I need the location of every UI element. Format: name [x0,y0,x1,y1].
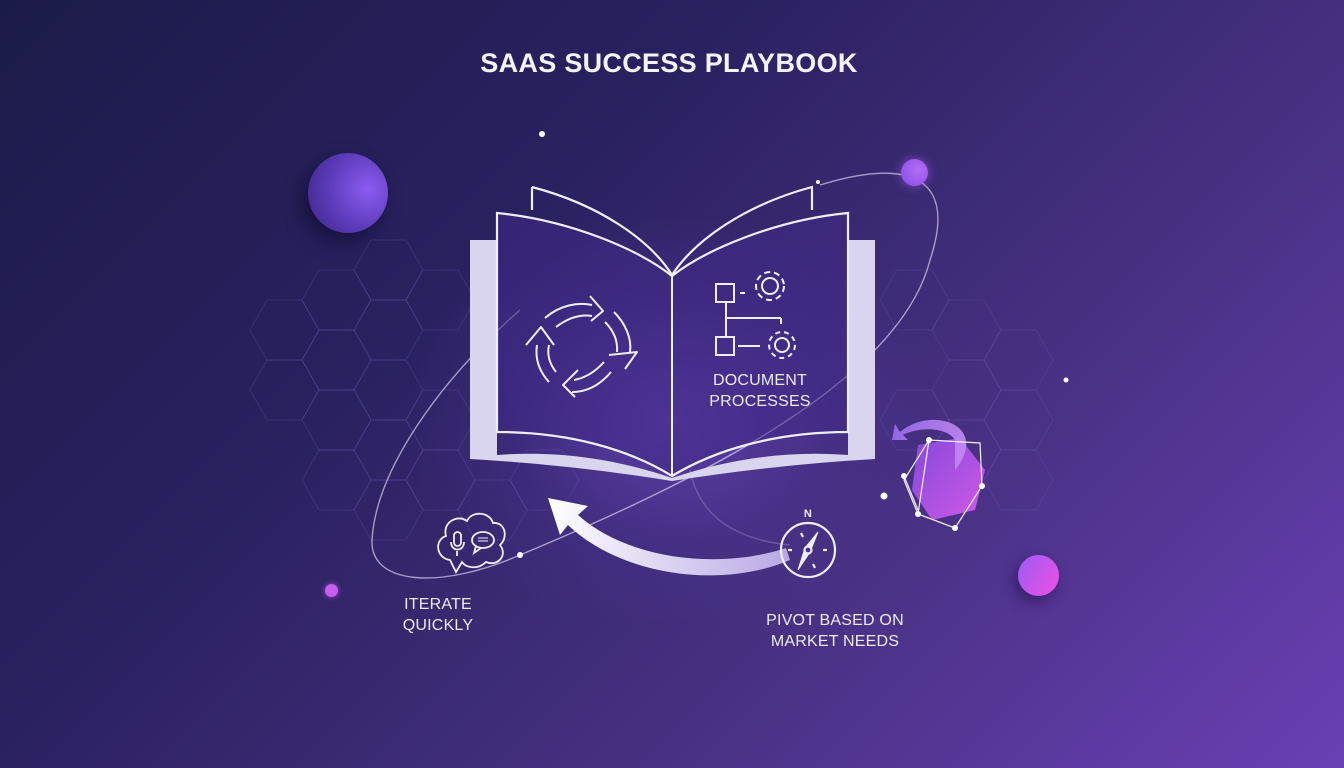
label-line: PIVOT BASED ON [766,612,904,629]
label-line: QUICKLY [402,617,474,634]
decorative-polygon-shape [892,419,985,531]
sparkle-dots [517,131,1069,558]
label-iterate-quickly: ITERATE QUICKLY [398,594,478,636]
chat-cloud-microphone-icon [437,512,506,574]
orb-small-purple [901,159,928,186]
book-icon [469,185,876,482]
label-line: MARKET NEEDS [770,633,900,650]
label-document-processes: DOCUMENT PROCESSES [690,370,830,412]
label-line: DOCUMENT [712,372,808,389]
compass-north-letter: N [803,508,813,520]
label-line: ITERATE [404,596,472,613]
process-flow-gears-icon [715,271,796,359]
orb-pink [1018,555,1059,596]
compass-icon [779,521,837,579]
pivot-arrow-icon [548,498,790,576]
cycle-arrows-icon [525,295,638,398]
orb-tiny-pink [325,584,338,597]
label-pivot: PIVOT BASED ON MARKET NEEDS [745,610,925,652]
label-line: PROCESSES [709,393,811,410]
page-title: SAAS SUCCESS PLAYBOOK [480,48,858,78]
orb-large-purple [308,153,388,233]
